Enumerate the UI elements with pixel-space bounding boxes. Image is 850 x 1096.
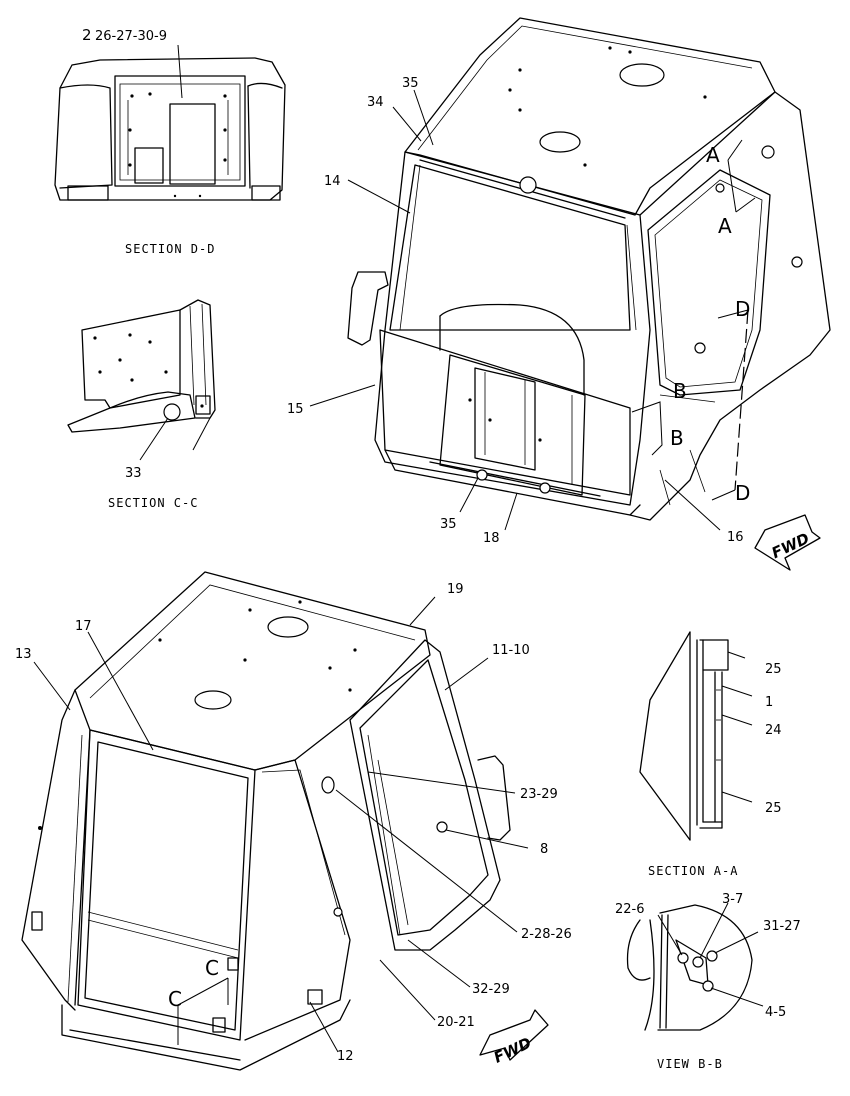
section-a-a-drawing xyxy=(639,631,753,841)
callout-19: 19 xyxy=(447,582,464,597)
section-a-a-title: SECTION A-A xyxy=(648,864,738,878)
callout-20-21: 20-21 xyxy=(437,1015,475,1030)
callout-35-top: 35 xyxy=(402,76,419,91)
callout-2: 2 xyxy=(82,26,92,44)
section-c-c-drawing xyxy=(67,299,216,461)
callout-23-29: 23-29 xyxy=(520,787,558,802)
callout-12: 12 xyxy=(337,1049,354,1064)
cut-letter-a-top: A xyxy=(706,143,720,167)
cut-letter-b-top: B xyxy=(673,379,687,403)
cab-front-view xyxy=(21,571,529,1071)
section-c-c-title: SECTION C-C xyxy=(108,496,198,510)
callout-11-10: 11-10 xyxy=(492,643,530,658)
cut-letter-a-bottom: A xyxy=(718,214,732,238)
callout-17: 17 xyxy=(75,619,92,634)
callout-18: 18 xyxy=(483,531,500,546)
section-d-d-title: SECTION D-D xyxy=(125,242,215,256)
cab-rear-view xyxy=(309,17,831,531)
callout-32-29: 32-29 xyxy=(472,982,510,997)
callout-26-27-30-9: 26-27-30-9 xyxy=(95,29,167,44)
callout-15: 15 xyxy=(287,402,304,417)
view-b-b-drawing xyxy=(626,902,764,1031)
section-d-d-drawing xyxy=(54,44,286,201)
callout-14: 14 xyxy=(324,174,341,189)
callout-1: 1 xyxy=(765,695,773,710)
fwd-label-top: FWD xyxy=(769,529,812,562)
cut-letter-c-left: C xyxy=(168,987,182,1011)
callout-25-bottom: 25 xyxy=(765,801,782,816)
callout-4-5: 4-5 xyxy=(765,1005,786,1020)
cut-letter-d-bottom: D xyxy=(735,481,750,505)
callout-33: 33 xyxy=(125,466,142,481)
callout-8: 8 xyxy=(540,842,548,857)
callout-3-7: 3-7 xyxy=(722,892,743,907)
callout-35-bottom: 35 xyxy=(440,517,457,532)
callout-2-28-26: 2-28-26 xyxy=(521,927,572,942)
cut-letter-b-bottom: B xyxy=(670,426,684,450)
view-b-b-title: VIEW B-B xyxy=(657,1057,723,1071)
fwd-arrow-top: FWD xyxy=(754,514,821,571)
callout-24: 24 xyxy=(765,723,782,738)
callout-31-27: 31-27 xyxy=(763,919,801,934)
callout-25-top: 25 xyxy=(765,662,782,677)
fwd-arrow-bottom: FWD xyxy=(479,1009,549,1067)
cut-letter-d-top: D xyxy=(735,297,750,321)
callout-16: 16 xyxy=(727,530,744,545)
callout-13: 13 xyxy=(15,647,32,662)
cut-letter-c-right: C xyxy=(205,956,219,980)
callout-22-6: 22-6 xyxy=(615,902,645,917)
fwd-label-bottom: FWD xyxy=(491,1034,534,1067)
callout-34: 34 xyxy=(367,95,384,110)
